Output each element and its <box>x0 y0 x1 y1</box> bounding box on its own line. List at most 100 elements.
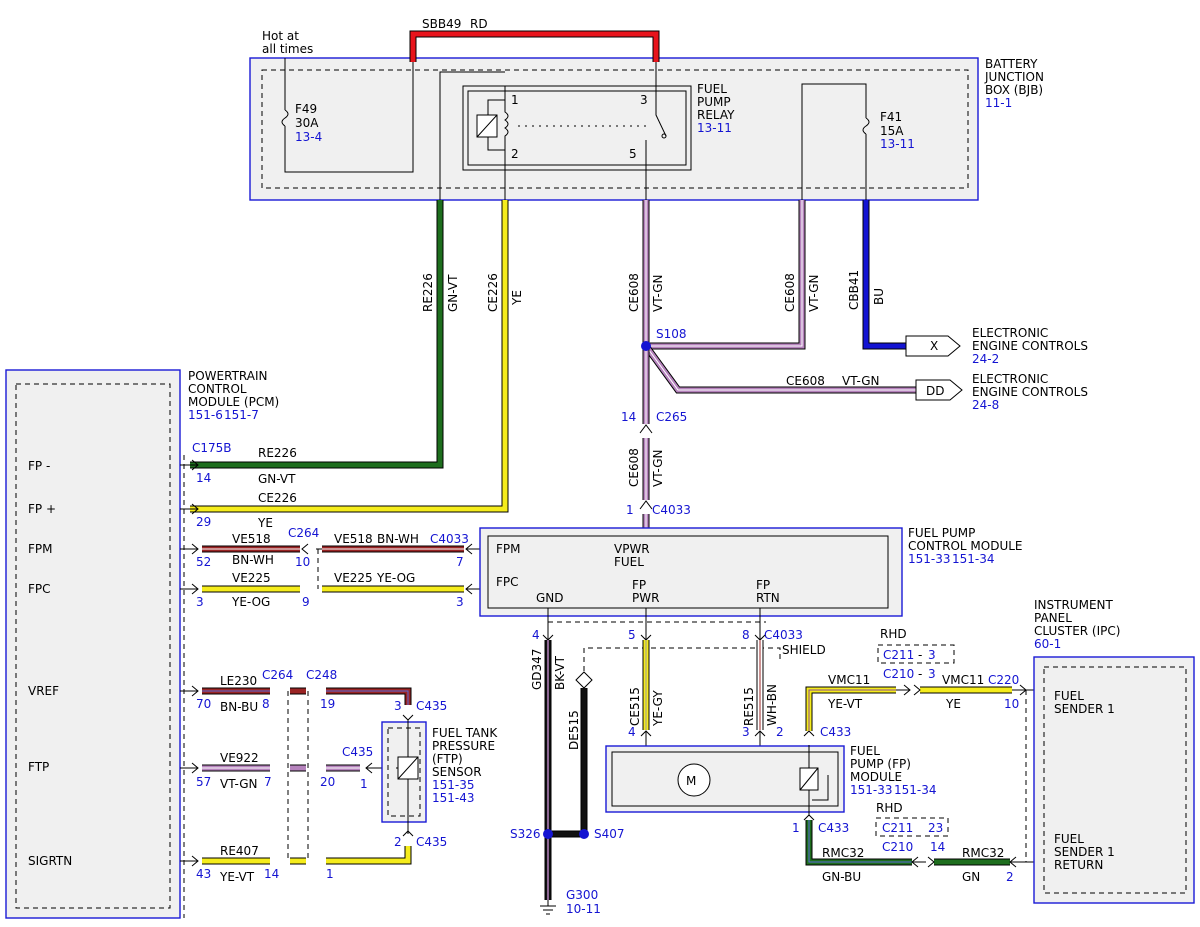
svg-text:SBB49: SBB49 <box>422 17 461 31</box>
svg-text:C4033: C4033 <box>430 532 469 546</box>
svg-text:YE: YE <box>945 697 961 711</box>
svg-text:C265: C265 <box>656 410 687 424</box>
svg-text:RE515: RE515 <box>742 687 756 726</box>
svg-text:1: 1 <box>511 93 519 107</box>
svg-text:13-11: 13-11 <box>697 121 732 135</box>
svg-text:X: X <box>930 339 938 353</box>
svg-text:70: 70 <box>196 697 211 711</box>
svg-text:C175B: C175B <box>192 441 232 455</box>
svg-text:CBB41: CBB41 <box>847 270 861 310</box>
svg-text:SENDER 1: SENDER 1 <box>1054 702 1115 716</box>
svg-text:(FTP): (FTP) <box>432 752 463 766</box>
svg-text:1: 1 <box>360 777 368 791</box>
wire-cbb41: CBB41 BU <box>847 200 906 350</box>
ground-g300: G300 10-11 <box>566 888 601 916</box>
instrument-panel-cluster: INSTRUMENT PANEL CLUSTER (IPC) 60-1 FUEL… <box>1033 598 1195 904</box>
pin-8: 8 <box>742 628 750 642</box>
svg-text:GN-VT: GN-VT <box>446 274 460 312</box>
svg-text:151-7: 151-7 <box>224 408 259 422</box>
svg-text:13-11: 13-11 <box>880 137 915 151</box>
svg-text:Hot at: Hot at <box>262 29 299 43</box>
splice-s326: S326 <box>510 827 553 841</box>
svg-text:FPC: FPC <box>496 575 519 589</box>
svg-text:S407: S407 <box>594 827 625 841</box>
wire-ce608-dd: CE608 VT-GN <box>643 343 916 394</box>
svg-text:S108: S108 <box>656 327 687 341</box>
svg-text:C435: C435 <box>416 835 447 849</box>
wire-ce226: CE226 YE <box>190 200 524 513</box>
svg-text:8: 8 <box>262 697 270 711</box>
svg-text:PANEL: PANEL <box>1034 611 1072 625</box>
svg-text:151-34: 151-34 <box>952 552 995 566</box>
svg-text:60-1: 60-1 <box>1034 637 1061 651</box>
svg-text:VT-GN: VT-GN <box>842 374 879 388</box>
svg-text:SHIELD: SHIELD <box>782 643 826 657</box>
pin-c433-4: 4 <box>628 725 636 739</box>
svg-text:FP +: FP + <box>28 502 56 516</box>
connector-c265: 14 C265 <box>621 410 687 424</box>
svg-text:FPM: FPM <box>496 542 521 556</box>
svg-text:CE226: CE226 <box>486 273 500 312</box>
svg-text:VPWR: VPWR <box>614 542 650 556</box>
svg-text:2: 2 <box>394 835 402 849</box>
svg-text:C210: C210 <box>883 667 914 681</box>
svg-text:SENDER 1: SENDER 1 <box>1054 845 1115 859</box>
pin-5: 5 <box>628 628 636 642</box>
svg-text:57: 57 <box>196 775 211 789</box>
pin-c433-2: 2 <box>776 725 784 739</box>
svg-text:FUEL PUMP: FUEL PUMP <box>908 526 975 540</box>
svg-text:3: 3 <box>456 595 464 609</box>
wire-ce608-f41: CE608 VT-GN <box>646 200 821 350</box>
svg-text:VE225: VE225 <box>232 571 271 585</box>
svg-text:S326: S326 <box>510 827 541 841</box>
svg-text:FPC: FPC <box>28 582 51 596</box>
splice-s407: S407 <box>579 827 625 841</box>
pcm-module: POWERTRAIN CONTROL MODULE (PCM) 151-6 15… <box>5 369 279 919</box>
svg-text:RHD: RHD <box>876 801 903 815</box>
svg-text:VE225: VE225 <box>334 571 373 585</box>
fuse-f41: F41 15A 13-11 <box>801 83 915 200</box>
svg-text:VT-GN: VT-GN <box>807 275 821 312</box>
svg-text:RTN: RTN <box>756 591 780 605</box>
svg-text:C4033: C4033 <box>652 503 691 517</box>
svg-text:FPM: FPM <box>28 542 53 556</box>
svg-text:JUNCTION: JUNCTION <box>984 70 1044 84</box>
svg-text:2: 2 <box>511 147 519 161</box>
svg-text:YE-GY: YE-GY <box>651 690 665 727</box>
svg-text:FUEL: FUEL <box>614 555 644 569</box>
svg-text:FP: FP <box>632 578 646 592</box>
svg-text:10-11: 10-11 <box>566 902 601 916</box>
svg-text:VT-GN: VT-GN <box>651 450 665 487</box>
wire-ve225: VE225 YE-OG VE225 YE-OG 9 3 <box>202 571 480 609</box>
svg-text:DE515: DE515 <box>567 710 581 750</box>
svg-text:3: 3 <box>394 699 402 713</box>
svg-text:23: 23 <box>928 821 943 835</box>
svg-text:BU: BU <box>872 288 886 305</box>
svg-text:VE518: VE518 <box>334 532 373 546</box>
svg-text:FUEL: FUEL <box>850 744 880 758</box>
svg-text:CE608: CE608 <box>627 273 641 312</box>
svg-text:1: 1 <box>626 503 634 517</box>
svg-text:INSTRUMENT: INSTRUMENT <box>1034 598 1113 612</box>
wire-ve922: VE922 VT-GN 7 20 C435 1 <box>202 745 396 791</box>
svg-text:14: 14 <box>621 410 636 424</box>
wire-ce515: CE515 YE-GY <box>628 608 676 781</box>
svg-text:ELECTRONIC: ELECTRONIC <box>972 326 1048 340</box>
rhd-c211-c210-bottom: RHD C211 23 C210 14 <box>875 801 949 854</box>
svg-text:SENSOR: SENSOR <box>432 765 482 779</box>
svg-text:YE-VT: YE-VT <box>219 870 255 884</box>
fuel-pump-relay: FUEL PUMP RELAY 13-11 1 2 3 5 <box>439 62 735 200</box>
wire-re407: RE407 YE-VT 14 1 2 C435 <box>202 835 447 884</box>
fuel-pump-module: M FUEL PUMP (FP) MODULE 151-33 151-34 <box>605 744 937 813</box>
connector-c4033-top: 1 C4033 <box>626 503 691 517</box>
svg-text:CONTROL MODULE: CONTROL MODULE <box>908 539 1023 553</box>
svg-text:GN: GN <box>962 870 980 884</box>
svg-text:VT-GN: VT-GN <box>220 777 257 791</box>
svg-text:BN-WH: BN-WH <box>377 532 419 546</box>
svg-text:14: 14 <box>930 840 945 854</box>
battery-junction-box: BATTERY JUNCTION BOX (BJB) 11-1 <box>249 57 1044 201</box>
svg-text:RMC32: RMC32 <box>962 846 1004 860</box>
wire-gd347: GD347 BK-VT <box>530 608 567 915</box>
svg-text:C264: C264 <box>262 668 293 682</box>
svg-text:RELAY: RELAY <box>697 108 735 122</box>
